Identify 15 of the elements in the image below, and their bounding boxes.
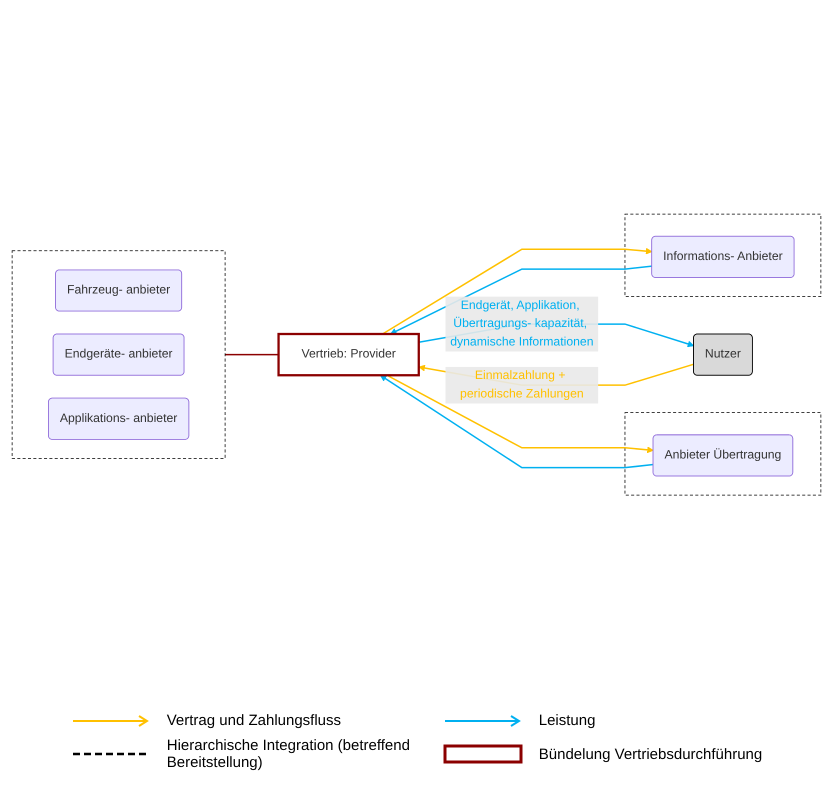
legend-text: Vertrag und Zahlungsfluss (166, 712, 342, 729)
arrow (390, 266, 652, 335)
cluster (12, 250, 226, 460)
cluster (624, 412, 822, 496)
legend-text: Leistung (538, 712, 596, 729)
edge-label: Endgerät, Applikation, Übertragungs- kapazität, dynamische Informationen (450, 299, 594, 349)
arrow (382, 248, 652, 336)
edge-label: Einmalzahlung + periodische Zahlungen (460, 370, 584, 401)
arrow (386, 374, 654, 454)
cluster (624, 214, 822, 298)
legend-text: Bündelung Vertriebsdurchführung (538, 746, 762, 762)
arrow (380, 375, 654, 469)
legend-text: Hierarchische Integration (betreffend Bereitstellung) (166, 737, 411, 771)
connector (225, 354, 279, 356)
node-box: Vertrieb: Provider (277, 333, 420, 377)
